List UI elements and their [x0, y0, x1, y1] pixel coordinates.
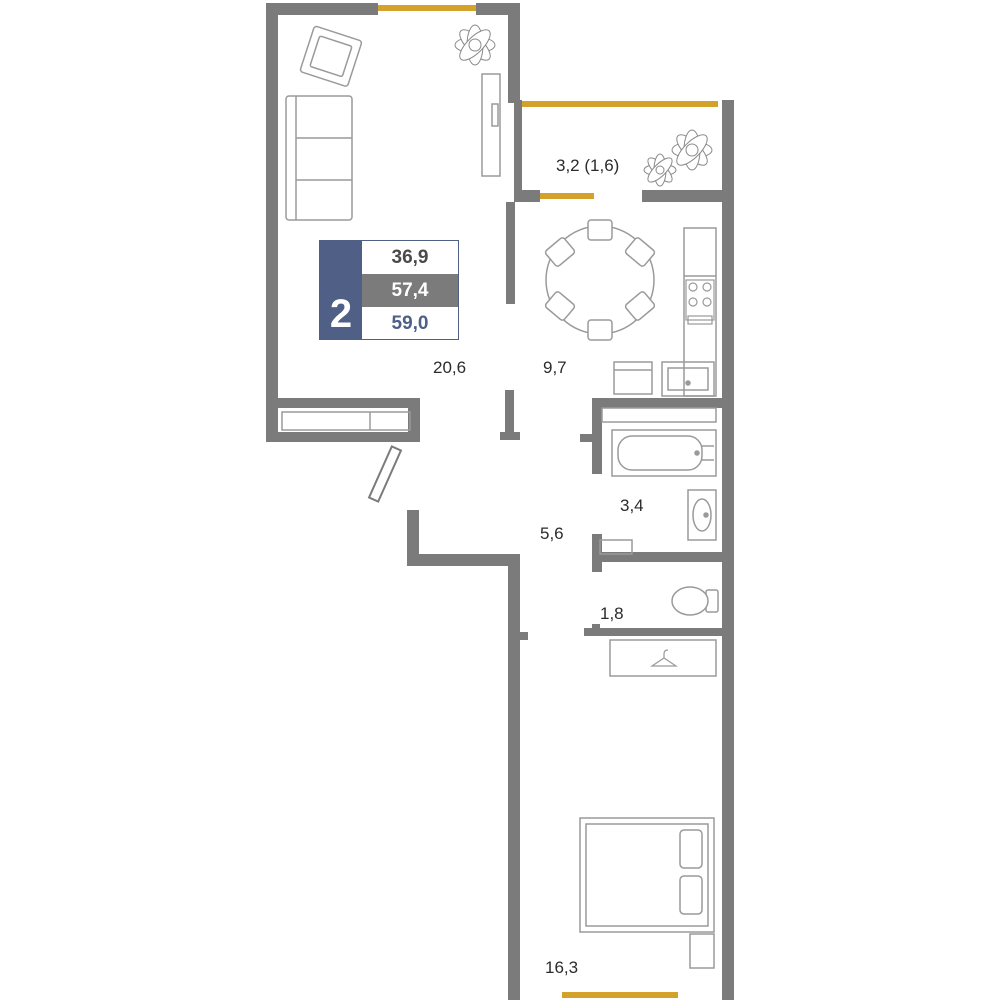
nightstand-icon [689, 933, 715, 969]
kitchen-sink-icon [661, 361, 715, 397]
bathroom-area: 3,4 [620, 496, 644, 515]
bed-icon [579, 817, 715, 933]
rooms-count: 2 [320, 241, 362, 339]
toilet-icon [671, 586, 719, 616]
plant-icon [454, 24, 496, 66]
entrance-door [367, 445, 403, 503]
closet-icon [609, 639, 717, 677]
sofa-icon [285, 95, 353, 221]
dining-table-icon [544, 219, 656, 341]
plant-icon [643, 129, 713, 187]
armchair-icon [299, 25, 363, 87]
hallway-area: 5,6 [540, 524, 564, 543]
balcony-area: 3,2 (1,6) [556, 156, 620, 175]
hanger-icon [650, 649, 678, 667]
kitchen-counter-icon [683, 227, 717, 397]
stove-icon [685, 279, 715, 325]
washbasin-icon [687, 489, 717, 541]
kitchen-area: 9,7 [543, 358, 567, 377]
walls [266, 3, 734, 1000]
wardrobe-icon [281, 411, 411, 431]
living-area-value: 36,9 [391, 246, 429, 268]
living-room-area: 20,6 [433, 358, 467, 377]
total-area-value: 57,4 [362, 274, 458, 307]
toilet-area: 1,8 [600, 604, 624, 623]
bathtub-icon [611, 429, 717, 477]
tv-stand-icon [481, 73, 501, 177]
washing-machine-icon [599, 539, 633, 555]
living-furniture [285, 25, 501, 221]
area-summary: 2 36,9 57,4 59,0 [319, 240, 459, 340]
bedroom-area: 16,3 [545, 958, 579, 977]
fridge-icon [613, 361, 653, 395]
shelf-icon [601, 407, 717, 423]
windows [378, 5, 718, 998]
total-with-balcony-value: 59,0 [391, 312, 429, 334]
